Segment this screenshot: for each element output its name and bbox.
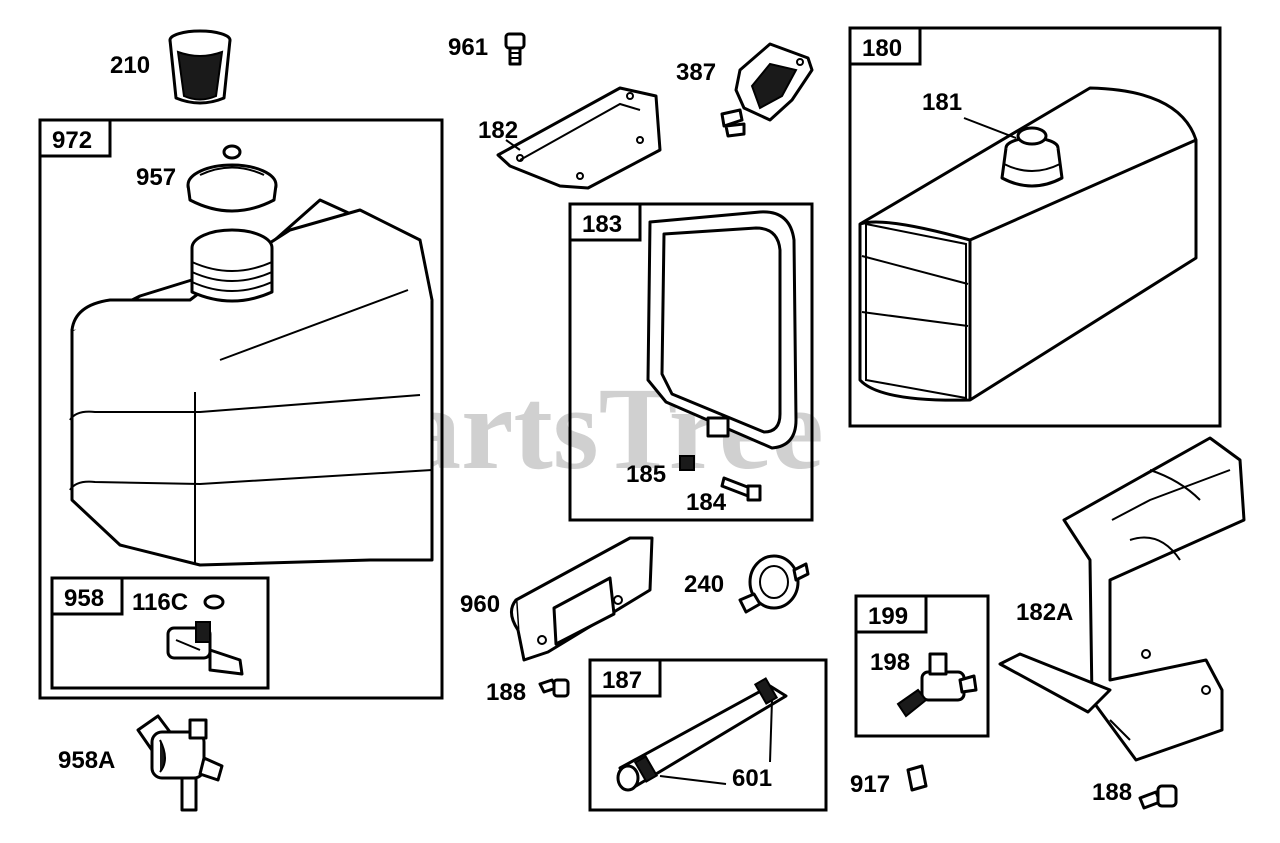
label-116c: 116C <box>132 589 188 616</box>
box-180-tag <box>848 26 922 66</box>
part-180-fuel-tank[interactable] <box>858 86 1198 402</box>
part-116c-o-ring[interactable] <box>203 594 225 610</box>
box-958-tag <box>50 576 124 616</box>
box-958-frame <box>50 576 270 690</box>
part-917-clip[interactable] <box>906 764 928 792</box>
label-182: 182 <box>478 117 518 144</box>
part-182a-bracket[interactable] <box>998 436 1246 762</box>
box-199-tag <box>854 594 928 634</box>
box-180-label: 180 <box>862 35 902 62</box>
label-185: 185 <box>626 461 666 488</box>
part-187-fuel-line[interactable] <box>616 677 788 792</box>
label-210: 210 <box>110 52 150 79</box>
box-972-label: 972 <box>52 127 92 154</box>
box-972-tag <box>38 118 112 158</box>
part-957-fuel-cap[interactable] <box>186 144 278 213</box>
part-960-bracket[interactable] <box>510 536 654 662</box>
box-187-label: 187 <box>602 667 642 694</box>
label-188-left: 188 <box>486 679 526 706</box>
box-972-frame <box>38 118 444 700</box>
box-183-tag <box>568 202 642 242</box>
part-210-filter[interactable] <box>168 29 232 105</box>
part-185-nut[interactable] <box>679 455 695 471</box>
part-182-bracket[interactable] <box>496 86 662 190</box>
box-199-label: 199 <box>868 603 908 630</box>
box-958-label: 958 <box>64 585 104 612</box>
label-181: 181 <box>922 89 962 116</box>
label-198: 198 <box>870 649 910 676</box>
part-958-shutoff-valve[interactable] <box>166 621 244 676</box>
part-184-screw[interactable] <box>720 476 762 502</box>
label-387: 387 <box>676 59 716 86</box>
part-387-fuel-pump[interactable] <box>720 42 814 138</box>
label-601: 601 <box>732 765 772 792</box>
part-972-fuel-tank[interactable] <box>69 198 434 567</box>
box-183-frame <box>568 202 814 522</box>
label-182a: 182A <box>1016 599 1073 626</box>
box-183-label: 183 <box>582 211 622 238</box>
part-961-bolt[interactable] <box>504 32 526 66</box>
box-187-tag <box>588 658 662 698</box>
part-188-bolt-right[interactable] <box>1138 784 1178 810</box>
box-187-frame <box>588 658 828 812</box>
label-958a: 958A <box>58 747 115 774</box>
label-917: 917 <box>850 771 890 798</box>
label-961: 961 <box>448 34 488 61</box>
label-184: 184 <box>686 489 727 516</box>
part-240-inline-filter[interactable] <box>738 554 810 614</box>
label-957: 957 <box>136 164 176 191</box>
label-960: 960 <box>460 591 500 618</box>
label-188-right: 188 <box>1092 779 1132 806</box>
part-188-bolt-left[interactable] <box>538 678 570 698</box>
label-240: 240 <box>684 571 724 598</box>
part-198-shutoff-valve[interactable] <box>896 652 978 718</box>
box-180-frame <box>848 26 1222 428</box>
part-183-strap[interactable] <box>646 210 798 450</box>
part-958a-valve[interactable] <box>136 714 224 812</box>
